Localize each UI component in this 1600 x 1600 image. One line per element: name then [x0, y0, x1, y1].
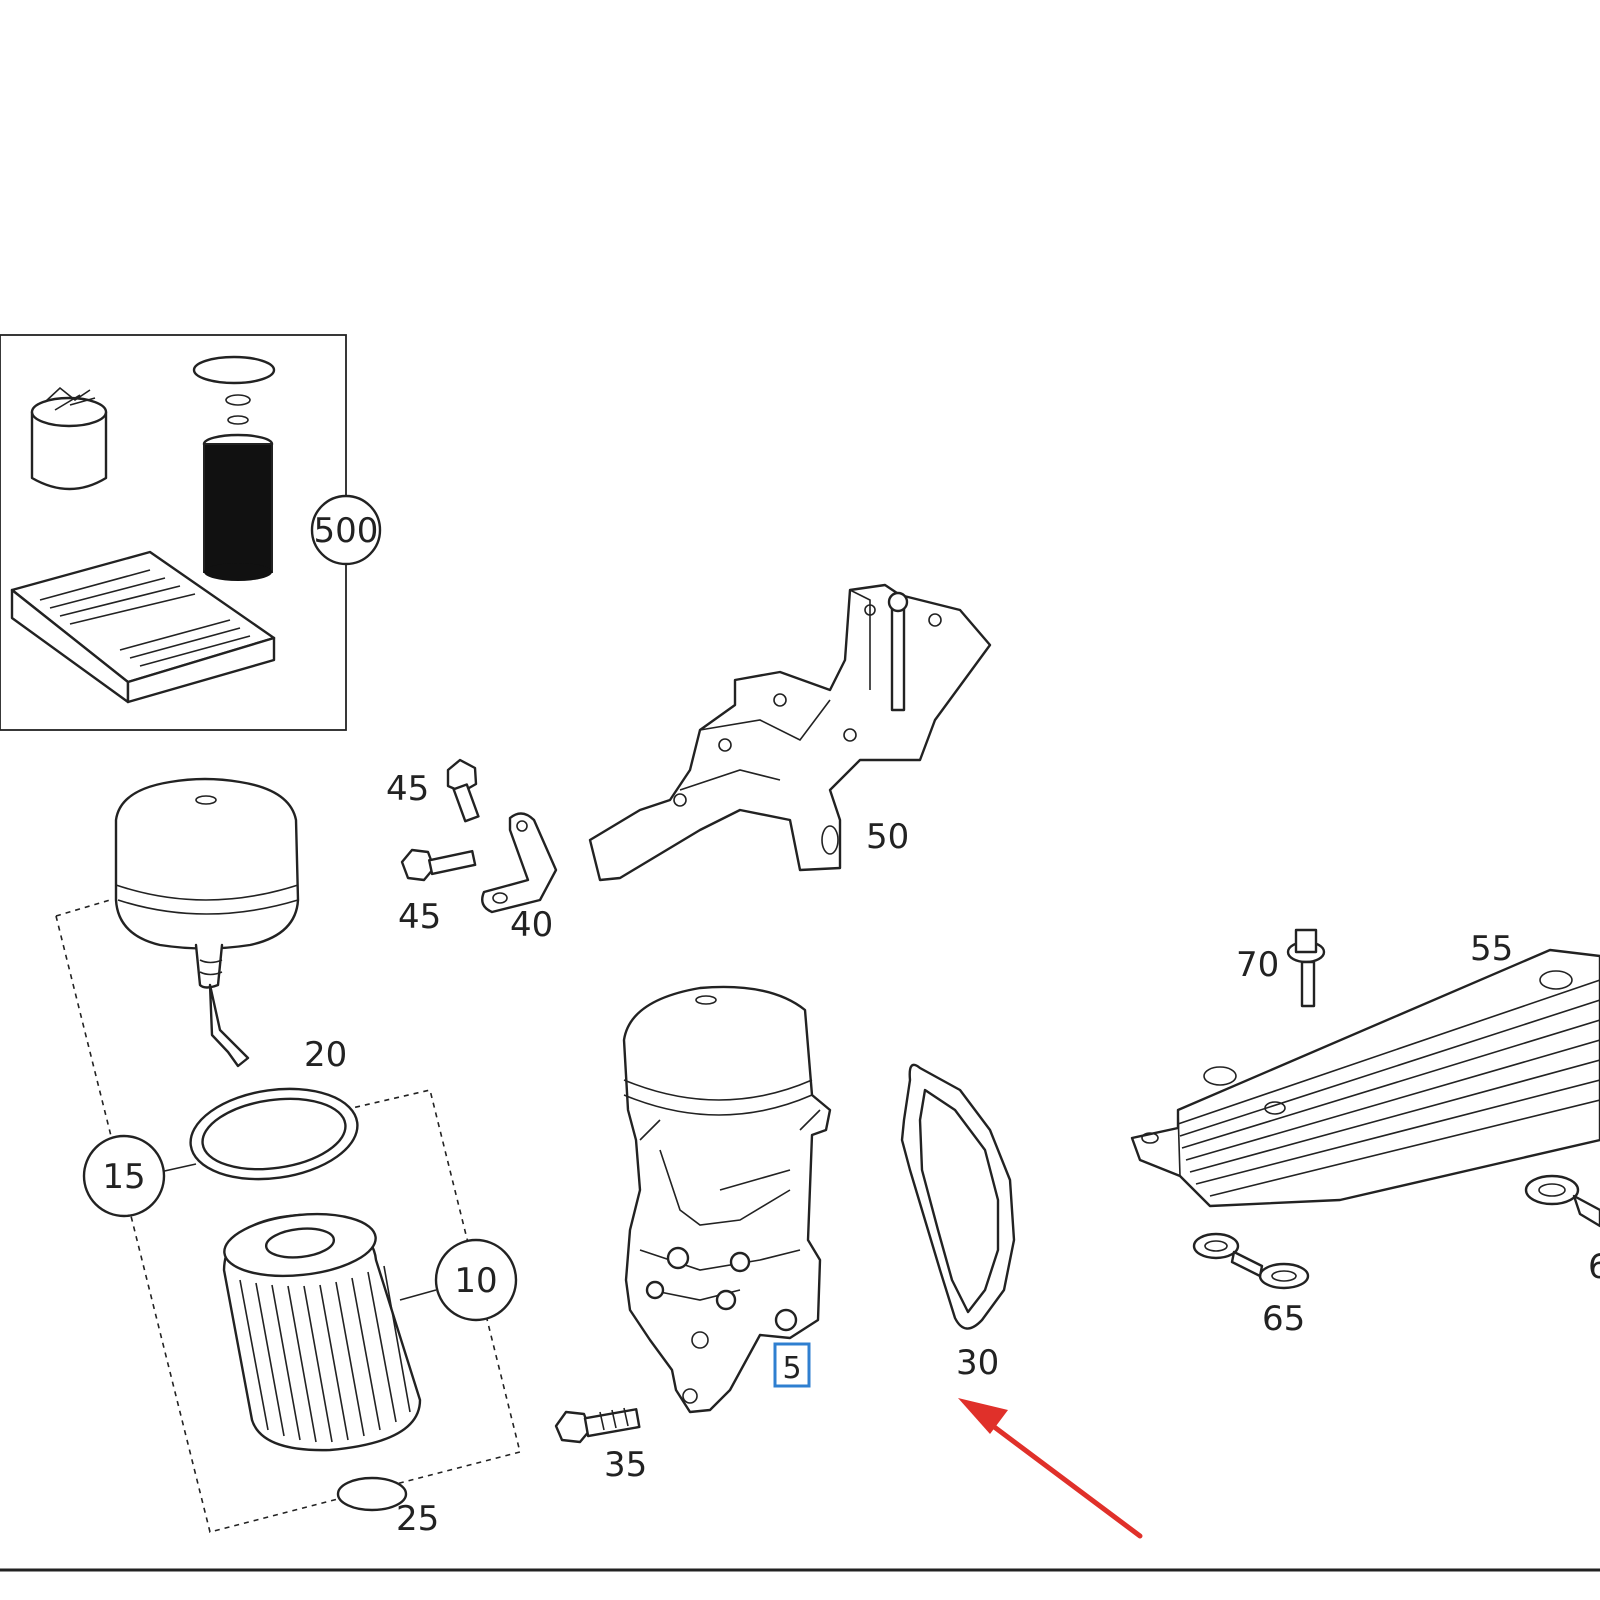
callout-15: 15	[102, 1157, 145, 1197]
callout-circle-500	[310, 494, 382, 566]
callout-70: 70	[1236, 945, 1279, 985]
bolt-45-lower-drawing	[400, 848, 477, 882]
seal-65-drawing	[1192, 1232, 1310, 1290]
filter-element-10-drawing	[222, 1212, 422, 1452]
gasket-30-drawing	[900, 1063, 1016, 1330]
callout-10: 10	[454, 1261, 497, 1301]
bolt-70-drawing	[1286, 928, 1326, 1008]
callout-500: 500	[314, 511, 379, 551]
seal-right-edge-drawing	[1524, 1174, 1600, 1228]
callout-65: 65	[1262, 1299, 1305, 1339]
callout-5-highlight	[773, 1342, 811, 1388]
kit-15-outline	[55, 899, 521, 1533]
bracket-50-drawing	[588, 583, 992, 882]
callout-45-lower: 45	[398, 897, 441, 937]
callout-30: 30	[956, 1343, 999, 1383]
bolt-35-drawing	[554, 1407, 641, 1444]
callout-50: 50	[866, 817, 909, 857]
red-arrow-icon	[958, 1398, 1143, 1539]
fuel-filter-drawing	[30, 386, 108, 491]
callout-40: 40	[510, 905, 553, 945]
seal-25-drawing	[336, 1476, 408, 1512]
callout-circle-10	[434, 1238, 518, 1322]
bolt-45-upper-drawing	[446, 758, 480, 823]
callout-circle-15	[82, 1134, 166, 1218]
callout-55: 55	[1470, 929, 1513, 969]
air-filter-drawing	[10, 550, 276, 704]
callout-20: 20	[304, 1035, 347, 1075]
oil-cooler-55-drawing	[1130, 948, 1600, 1208]
kit-500-group: 500	[0, 334, 382, 731]
seal-20-drawing	[189, 1087, 359, 1181]
bracket-40-drawing	[481, 812, 558, 914]
oil-filter-housing-5-drawing	[622, 985, 832, 1414]
callout-6-cut: 6	[1588, 1247, 1600, 1287]
callout-35: 35	[604, 1445, 647, 1485]
callout-5: 5	[782, 1351, 801, 1386]
callout-45-upper: 45	[386, 769, 429, 809]
callout-25: 25	[396, 1499, 439, 1539]
filter-cap-assembly-drawing	[114, 777, 300, 1068]
oil-filter-kit-drawing	[192, 355, 276, 581]
